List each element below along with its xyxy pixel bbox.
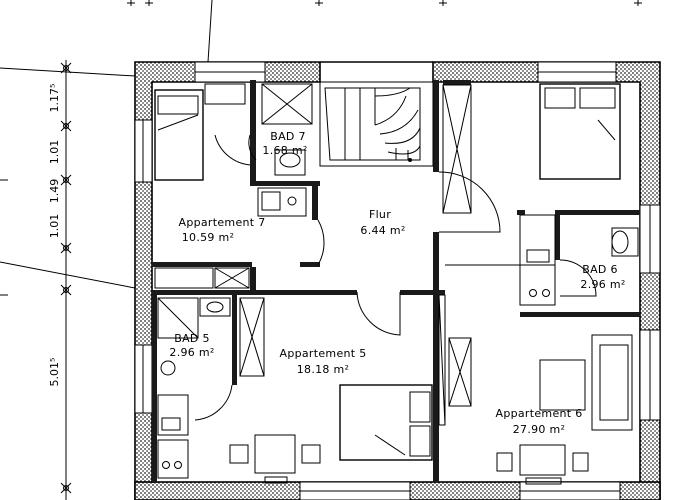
room-area-flur: 6.44 m² [360,224,405,237]
room-name-bad-7: BAD 7 [270,130,306,143]
dimension-label-4: 1.01 [48,214,61,239]
room-name-bad-5: BAD 5 [174,332,210,345]
windows [134,61,661,500]
room-area-appartement-5: 18.18 m² [297,363,350,376]
top-axis-marks [127,0,642,63]
appartement-5-furniture [229,294,446,484]
room-area-bad-6: 2.96 m² [580,278,625,291]
bad-5-fixtures [157,297,233,479]
room-area-bad-5: 2.96 m² [169,346,214,359]
dimension-label-1: 1.17⁵ [48,84,61,113]
room-name-appartement-6: Appartement 6 [496,407,583,420]
dimension-chain: 1.17⁵ 1.01 1.49 1.01 5.01⁵ [0,60,136,500]
room-name-flur: Flur [369,208,391,221]
room-area-appartement-6: 27.90 m² [513,423,566,436]
dimension-label-3: 1.49 [48,179,61,204]
appartement-6-furniture [442,83,639,485]
staircase [319,81,434,167]
dimension-label-2: 1.01 [48,140,61,165]
room-area-bad-7: 1.68 m² [262,144,307,157]
appartement-7-furniture [154,83,307,289]
dimension-label-5: 5.01⁵ [48,358,61,387]
room-name-bad-6: BAD 6 [582,263,618,276]
room-name-appartement-5: Appartement 5 [280,347,367,360]
room-area-appartement-7: 10.59 m² [182,231,235,244]
room-name-appartement-7: Appartement 7 [179,216,266,229]
dimension-ticks [60,62,72,494]
room-labels: Appartement 7 10.59 m² BAD 7 1.68 m² Flu… [169,130,625,436]
bad-7-fixtures [214,83,313,176]
flur-door-swings [317,171,501,336]
interior-walls [152,80,640,483]
